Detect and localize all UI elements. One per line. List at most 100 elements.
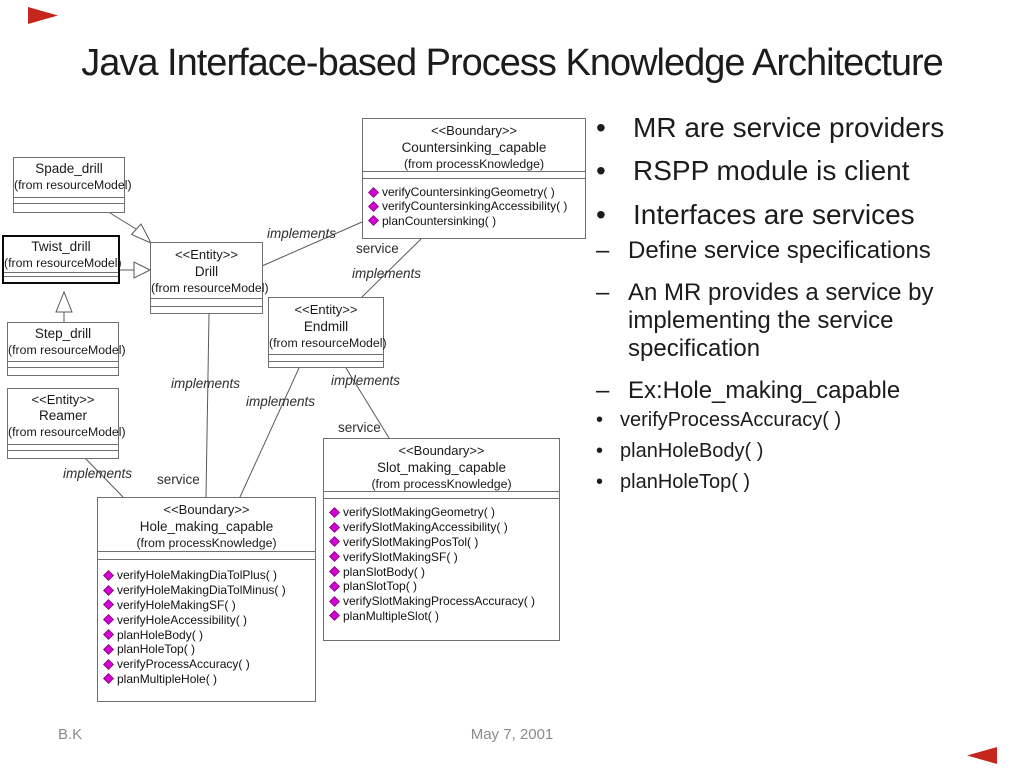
method-diamond-icon — [103, 614, 114, 626]
method-label: verifyCountersinkingGeometry( ) — [382, 185, 555, 200]
bullet-item-level1: • RSPP module is client — [596, 150, 1024, 194]
edge-label-service: service — [356, 241, 399, 256]
class-header: <<Entity>> Drill (from resourceModel) — [151, 243, 269, 299]
edge-label-implements: implements — [171, 376, 241, 391]
method-label: verifyProcessAccuracy( ) — [117, 657, 250, 672]
uml-class-countersinking-capable: <<Boundary>> Countersinking_capable (fro… — [362, 118, 586, 239]
bullet-marker: • — [596, 439, 604, 462]
edge-reamer-to-holemaking — [84, 457, 124, 498]
method-label: planSlotBody( ) — [343, 564, 426, 579]
attributes-compartment — [324, 492, 559, 499]
method-item: verifyHoleMakingDiaTolMinus( ) — [103, 583, 315, 598]
class-header: <<Boundary>> Slot_making_capable (from p… — [324, 439, 559, 492]
class-package: (from resourceModel) — [151, 281, 269, 295]
class-name: Slot_making_capable — [376, 460, 507, 475]
bullet-marker: • — [596, 111, 606, 143]
dash-marker: – — [596, 376, 610, 404]
method-item: verifyCountersinkingAccessibility( ) — [368, 199, 585, 213]
dash-marker: – — [596, 236, 610, 264]
class-stereotype: <<Boundary>> — [430, 123, 518, 138]
class-name: Step_drill — [34, 326, 92, 341]
uml-class-twist-drill: Twist_drill (from resourceModel) — [2, 235, 122, 284]
attributes-compartment — [151, 299, 262, 307]
attributes-compartment — [14, 198, 124, 204]
methods-list: verifyCountersinkingGeometry( ) verifyCo… — [363, 179, 585, 238]
method-diamond-icon — [329, 566, 340, 577]
class-stereotype: <<Entity>> — [175, 247, 238, 262]
class-name: Spade_drill — [35, 161, 103, 176]
uml-class-reamer: <<Entity>> Reamer (from resourceModel) — [7, 388, 126, 459]
bullet-marker: • — [596, 198, 606, 230]
class-stereotype: <<Boundary>> — [398, 443, 485, 458]
class-stereotype: <<Boundary>> — [163, 502, 250, 517]
class-header: <<Boundary>> Countersinking_capable (fro… — [363, 119, 585, 172]
class-package: (from resourceModel) — [8, 343, 126, 357]
bullet-text: Ex:Hole_making_capable — [628, 376, 901, 404]
class-header: Spade_drill (from resourceModel) — [14, 158, 132, 198]
uml-class-slot-making-capable: <<Boundary>> Slot_making_capable (from p… — [323, 438, 560, 641]
operations-compartment — [8, 451, 118, 458]
method-diamond-icon — [329, 536, 340, 548]
class-header: Twist_drill (from resourceModel) — [4, 237, 122, 273]
method-item: verifyHoleMakingSF( ) — [103, 598, 315, 613]
footer-author: B.K — [58, 726, 83, 743]
method-label: verifySlotMakingGeometry( ) — [343, 505, 496, 520]
method-label: verifySlotMakingAccessibility( ) — [343, 520, 508, 535]
edge-endmill-to-slotmaking — [345, 367, 390, 439]
bullet-item-level3: • planHoleBody( ) — [596, 436, 1024, 467]
class-package: (from resourceModel) — [269, 336, 387, 350]
method-item: verifySlotMakingProcessAccuracy( ) — [329, 594, 559, 609]
method-diamond-icon — [368, 186, 379, 198]
class-header: Step_drill (from resourceModel) — [8, 323, 126, 362]
bullet-text: MR are service providers — [633, 111, 945, 143]
edge-drill-to-holemaking — [205, 313, 210, 498]
edge-label-implements: implements — [246, 394, 316, 409]
bullet-item-level2: – Define service specifications — [596, 237, 1024, 265]
edge-label-implements: implements — [267, 226, 337, 241]
class-package: (from processKnowledge) — [136, 536, 277, 550]
method-label: verifyCountersinkingAccessibility( ) — [382, 199, 568, 214]
method-diamond-icon — [103, 673, 114, 685]
bullet-marker: • — [596, 155, 606, 187]
edge-drill-to-countersinking — [261, 221, 363, 267]
footer-date: May 7, 2001 — [470, 726, 554, 743]
uml-class-step-drill: Step_drill (from resourceModel) — [7, 322, 126, 376]
bullet-text: Interfaces are services — [633, 198, 915, 230]
uml-class-endmill: <<Entity>> Endmill (from resourceModel) — [268, 297, 387, 368]
method-item: planHoleBody( ) — [103, 627, 315, 642]
method-label: planHoleTop( ) — [117, 642, 196, 657]
method-label: verifyHoleMakingDiaTolPlus( ) — [117, 568, 278, 583]
method-diamond-icon — [103, 629, 114, 640]
bullet-list-level3: • verifyProcessAccuracy( ) • planHoleBod… — [596, 405, 1024, 498]
class-name: Drill — [194, 264, 219, 279]
method-item: planSlotBody( ) — [329, 564, 559, 579]
method-label: verifyHoleMakingDiaTolMinus( ) — [117, 583, 286, 598]
method-diamond-icon — [368, 215, 379, 227]
bullet-text: verifyProcessAccuracy( ) — [620, 408, 842, 431]
class-stereotype: <<Entity>> — [294, 302, 358, 317]
generalization-arrow-spade — [130, 223, 153, 245]
edge-label-implements: implements — [331, 373, 401, 388]
edge-label-implements: implements — [352, 266, 422, 281]
bullet-list-level2: – Define service specifications – An MR … — [596, 237, 1024, 405]
method-item: verifySlotMakingPosTol( ) — [329, 535, 559, 550]
method-label: verifySlotMakingPosTol( ) — [343, 534, 479, 549]
methods-list: verifySlotMakingGeometry( ) verifySlotMa… — [324, 499, 559, 640]
bullet-marker: • — [596, 470, 604, 493]
bullet-list: • MR are service providers • RSPP module… — [596, 106, 1024, 498]
bullet-item-level2: – Ex:Hole_making_capable — [596, 377, 1024, 405]
method-item: planMultipleHole( ) — [103, 672, 315, 687]
attributes-compartment — [4, 273, 118, 277]
class-name: Hole_making_capable — [139, 519, 274, 534]
class-package: (from resourceModel) — [14, 178, 132, 192]
class-name: Countersinking_capable — [401, 140, 547, 155]
method-diamond-icon — [103, 584, 114, 596]
method-diamond-icon — [103, 643, 114, 655]
page-title: Java Interface-based Process Knowledge A… — [81, 42, 944, 84]
class-name: Twist_drill — [31, 239, 91, 254]
bullet-text: An MR provides a service by implementing… — [628, 278, 934, 362]
method-diamond-icon — [103, 658, 114, 670]
bullet-list-level1: • MR are service providers • RSPP module… — [596, 106, 1024, 237]
